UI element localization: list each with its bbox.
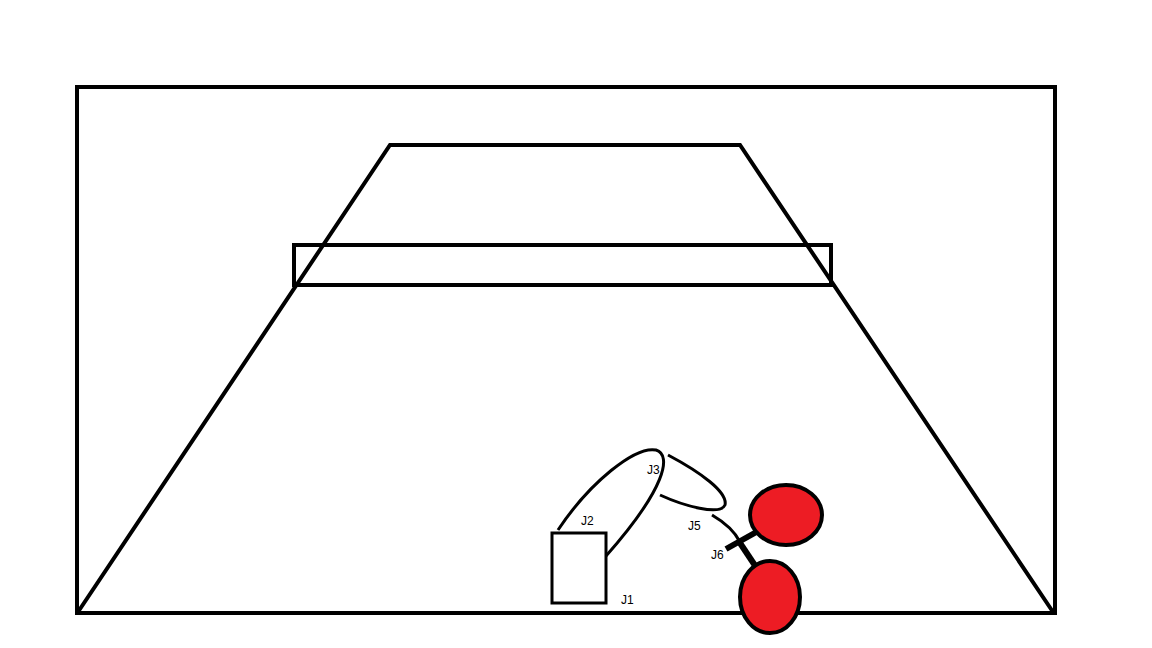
table-outline — [78, 145, 1053, 612]
robot-base — [552, 533, 606, 603]
frame — [77, 87, 1055, 613]
joint-label: J2 — [581, 514, 594, 528]
joint-label: J1 — [621, 593, 634, 607]
upper-arm — [558, 450, 664, 556]
paddle-handle — [738, 540, 756, 567]
wrist — [712, 515, 740, 542]
forearm — [660, 455, 725, 510]
paddle — [750, 485, 822, 545]
joint-label: J3 — [647, 463, 660, 477]
paddle — [740, 561, 800, 633]
table-net — [294, 245, 831, 285]
joint-label: J6 — [711, 548, 724, 562]
joint-label: J5 — [688, 519, 701, 533]
